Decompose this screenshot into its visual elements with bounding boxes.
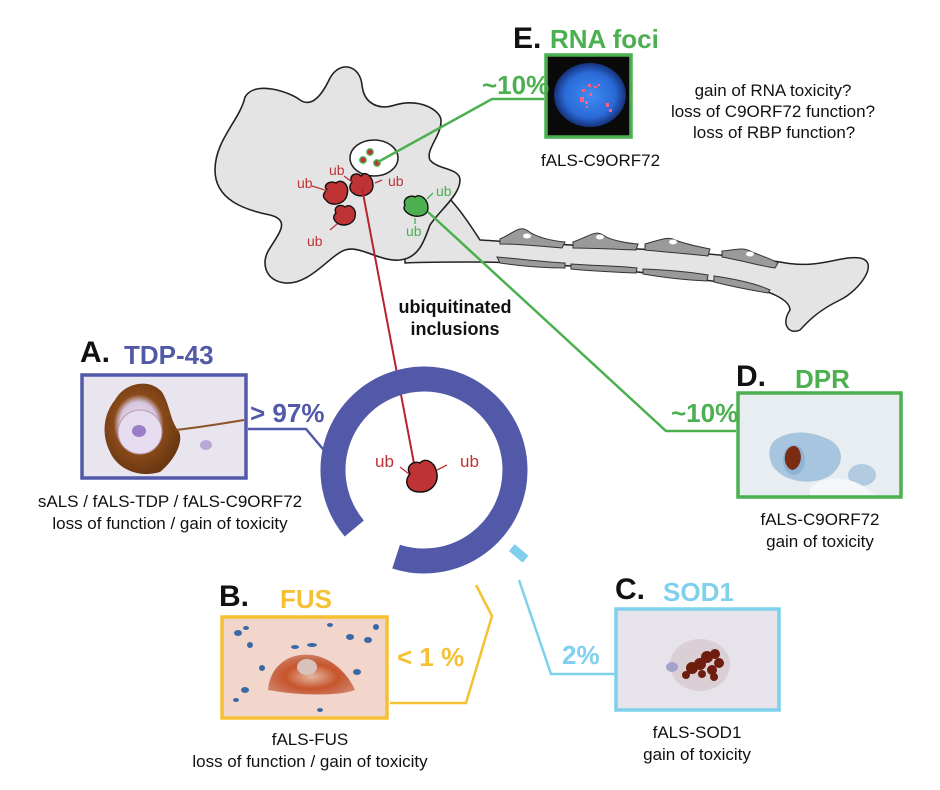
connector-tdp43	[248, 427, 329, 456]
connector-center	[361, 187, 417, 475]
panel-c-title: SOD1	[663, 577, 734, 607]
ring-segment-tdp43	[320, 366, 528, 574]
panel-d-percent: ~10%	[671, 398, 739, 428]
center-inclusion	[406, 459, 438, 493]
center-label-line-2: inclusions	[410, 319, 500, 339]
panel-d-caption-2: gain of toxicity	[766, 532, 874, 551]
panel-e-percent: ~10%	[482, 70, 550, 100]
ub-label: ub	[329, 162, 345, 178]
panel-b-caption-1: fALS-FUS	[271, 730, 349, 749]
center-label: ubiquitinated inclusions	[390, 296, 520, 340]
panel-e-caption: fALS-C9ORF72	[541, 151, 661, 170]
panel-b-percent: < 1 %	[397, 642, 465, 672]
panel-c-caption-2: gain of toxicity	[643, 745, 751, 764]
ub-label: ub	[297, 175, 313, 191]
panel-e-note-3: loss of RBP function?	[693, 123, 856, 142]
panel-b-image	[220, 615, 389, 720]
ub-label: ub	[375, 452, 394, 471]
panel-e-title: RNA foci	[550, 24, 659, 54]
panel-c-image	[614, 607, 781, 712]
connector-fus	[390, 584, 494, 705]
red-inclusions	[322, 172, 374, 226]
ub-label: ub	[307, 233, 323, 249]
rna-focus-dot	[366, 148, 374, 156]
panel-e-note-2: loss of C9ORF72 function?	[670, 102, 876, 121]
panel-a-title: TDP-43	[124, 340, 214, 370]
neuron-soma	[214, 66, 461, 284]
center-label-line-1: ubiquitinated	[398, 297, 512, 317]
panel-c-caption-1: fALS-SOD1	[652, 723, 742, 742]
neuron: ub ub ub ub ub ub	[214, 66, 869, 332]
ub-label: ub	[388, 173, 404, 189]
panel-d-title: DPR	[795, 364, 850, 394]
panel-b-caption-2: loss of function / gain of toxicity	[192, 752, 428, 771]
proportion-ring	[320, 366, 529, 574]
connector-rna-foci	[377, 97, 544, 164]
myelin-sheaths	[496, 228, 779, 294]
ring-segment-sod1	[508, 544, 529, 563]
connector-dpr	[427, 211, 736, 433]
panel-d-letter: D.	[736, 360, 766, 393]
panel-d-image	[736, 391, 903, 499]
panel-d-caption-1: fALS-C9ORF72	[760, 510, 880, 529]
ub-label: ub	[436, 183, 452, 199]
ub-label: ub	[406, 223, 422, 239]
green-inclusion	[403, 195, 429, 217]
panel-e-note-1: gain of RNA toxicity?	[694, 81, 852, 100]
panel-a-caption-1: sALS / fALS-TDP / fALS-C9ORF72	[37, 492, 303, 511]
panel-e-image	[544, 53, 633, 139]
panel-c-percent: 2%	[562, 640, 600, 670]
ub-label: ub	[460, 452, 479, 471]
panel-c-letter: C.	[615, 573, 645, 606]
panel-a-letter: A.	[80, 336, 110, 369]
connector-sod1	[517, 579, 617, 676]
rna-focus-dot	[359, 156, 367, 164]
panel-b-title: FUS	[280, 584, 332, 614]
panel-e-letter: E.	[513, 22, 542, 55]
nucleus	[349, 139, 399, 177]
panel-b-letter: B.	[219, 580, 249, 613]
panel-a-caption-2: loss of function / gain of toxicity	[52, 514, 288, 533]
panel-a-percent: > 97%	[250, 398, 325, 428]
panel-a-image	[80, 373, 248, 480]
